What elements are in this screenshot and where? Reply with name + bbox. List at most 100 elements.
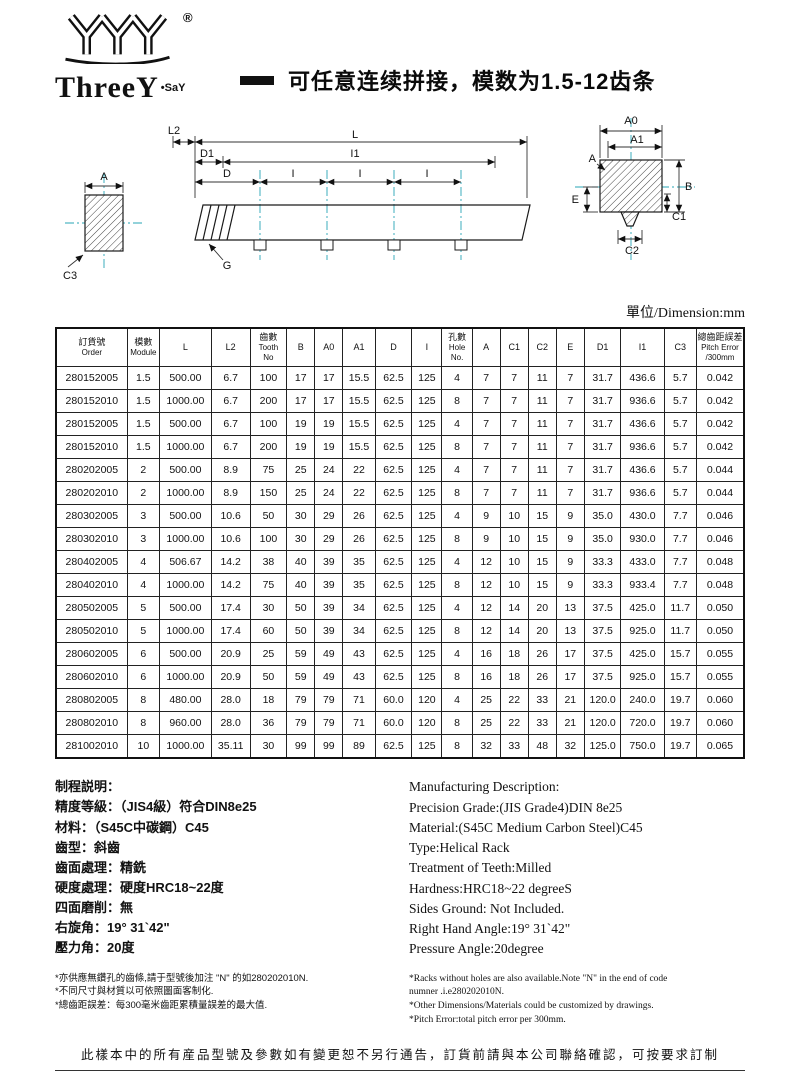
column-header: D bbox=[374, 327, 413, 368]
table-cell: 6.7 bbox=[210, 389, 251, 414]
text-line: Hardness:HRC18~22 degreeS bbox=[409, 880, 572, 896]
table-cell: 100 bbox=[249, 527, 288, 552]
table-cell: 75 bbox=[249, 458, 288, 483]
table-cell: 8 bbox=[441, 435, 473, 460]
table-cell: 19 bbox=[286, 435, 316, 460]
table-cell: 125 bbox=[411, 642, 443, 667]
table-cell: 3 bbox=[126, 504, 161, 529]
table-cell: 25 bbox=[286, 481, 316, 506]
table-cell: 8 bbox=[441, 573, 473, 598]
table-cell: 0.065 bbox=[695, 734, 745, 759]
table-cell: 9 bbox=[555, 527, 585, 552]
table-cell: 7 bbox=[499, 435, 529, 460]
column-header: A1 bbox=[342, 327, 376, 368]
table-cell: 500.00 bbox=[159, 458, 212, 483]
table-cell: 28.0 bbox=[210, 711, 251, 736]
dim-label-b: B bbox=[685, 181, 692, 193]
table-cell: 39 bbox=[314, 550, 344, 575]
table-cell: 62.5 bbox=[374, 734, 413, 759]
table-cell: 14.2 bbox=[210, 573, 251, 598]
text-line: Type:Helical Rack bbox=[409, 840, 510, 855]
table-cell: 17.4 bbox=[210, 619, 251, 644]
column-header: D1 bbox=[583, 327, 622, 368]
table-cell: 11 bbox=[527, 412, 557, 437]
table-cell: 936.6 bbox=[620, 435, 665, 460]
table-cell: 5.7 bbox=[663, 435, 697, 460]
table-cell: 1000.00 bbox=[159, 573, 212, 598]
table-cell: 5.7 bbox=[663, 481, 697, 506]
table-cell: 33.3 bbox=[583, 550, 622, 575]
table-cell: 280802010 bbox=[55, 711, 128, 736]
table-cell: 19 bbox=[314, 435, 344, 460]
table-cell: 7 bbox=[555, 435, 585, 460]
table-cell: 9 bbox=[555, 573, 585, 598]
table-cell: 15 bbox=[527, 504, 557, 529]
table-cell: 39 bbox=[314, 596, 344, 621]
table-cell: 7 bbox=[555, 366, 585, 391]
tagline-row: 可任意连续拼接，模数为1.5-12齿条 bbox=[240, 64, 655, 96]
table-cell: 500.00 bbox=[159, 504, 212, 529]
table-cell: 34 bbox=[342, 596, 376, 621]
table-cell: 25 bbox=[249, 642, 288, 667]
text-line: *總齒距誤差：每300毫米齒距累積量誤差的最大值. bbox=[55, 1000, 268, 1012]
table-cell: 15 bbox=[527, 573, 557, 598]
table-cell: 35 bbox=[342, 573, 376, 598]
table-cell: 120.0 bbox=[583, 688, 622, 713]
dim-label-i: I bbox=[425, 168, 428, 180]
table-cell: 71 bbox=[342, 711, 376, 736]
table-cell: 62.5 bbox=[374, 619, 413, 644]
table-cell: 7 bbox=[471, 458, 501, 483]
table-cell: 240.0 bbox=[620, 688, 665, 713]
table-cell: 1.5 bbox=[126, 389, 161, 414]
table-cell: 280402005 bbox=[55, 550, 128, 575]
table-cell: 19.7 bbox=[663, 711, 697, 736]
table-cell: 8.9 bbox=[210, 458, 251, 483]
specs-cn-heading: 制程説明： bbox=[55, 779, 121, 795]
mounting-hole bbox=[387, 239, 401, 251]
notes-cn-lines: *亦供應無鑽孔的齒條,請于型號後加注 "N" 的如280202010N.*不同尺… bbox=[55, 972, 385, 1013]
table-cell: 50 bbox=[249, 504, 288, 529]
table-cell: 35.11 bbox=[210, 734, 251, 759]
table-cell: 19 bbox=[314, 412, 344, 437]
table-cell: 33.3 bbox=[583, 573, 622, 598]
table-cell: 8 bbox=[441, 527, 473, 552]
table-cell: 71 bbox=[342, 688, 376, 713]
table-cell: 48 bbox=[527, 734, 557, 759]
text-line: 齒面處理：精銑 bbox=[55, 859, 147, 875]
table-cell: 125 bbox=[411, 481, 443, 506]
table-cell: 0.048 bbox=[695, 573, 745, 598]
table-cell: 50 bbox=[286, 619, 316, 644]
table-cell: 8.9 bbox=[210, 481, 251, 506]
table-cell: 20.9 bbox=[210, 642, 251, 667]
table-cell: 31.7 bbox=[583, 366, 622, 391]
table-cell: 18 bbox=[249, 688, 288, 713]
table-cell: 6.7 bbox=[210, 412, 251, 437]
table-cell: 30 bbox=[249, 734, 288, 759]
table-cell: 125 bbox=[411, 458, 443, 483]
text-line: 材料：（S45C中碳鋼）C45 bbox=[55, 819, 209, 835]
table-cell: 8 bbox=[441, 665, 473, 690]
table-cell: 18 bbox=[499, 642, 529, 667]
table-cell: 281002010 bbox=[55, 734, 128, 759]
table-cell: 10 bbox=[126, 734, 161, 759]
table-cell: 1000.00 bbox=[159, 481, 212, 506]
table-cell: 1.5 bbox=[126, 412, 161, 437]
table-cell: 99 bbox=[286, 734, 316, 759]
table-cell: 2 bbox=[126, 458, 161, 483]
table-cell: 89 bbox=[342, 734, 376, 759]
table-cell: 200 bbox=[249, 389, 288, 414]
table-cell: 7 bbox=[555, 458, 585, 483]
table-cell: 4 bbox=[441, 412, 473, 437]
table-cell: 25 bbox=[471, 688, 501, 713]
header-dash bbox=[240, 75, 274, 85]
table-cell: 7 bbox=[471, 435, 501, 460]
table-cell: 6 bbox=[126, 665, 161, 690]
table-cell: 60 bbox=[249, 619, 288, 644]
